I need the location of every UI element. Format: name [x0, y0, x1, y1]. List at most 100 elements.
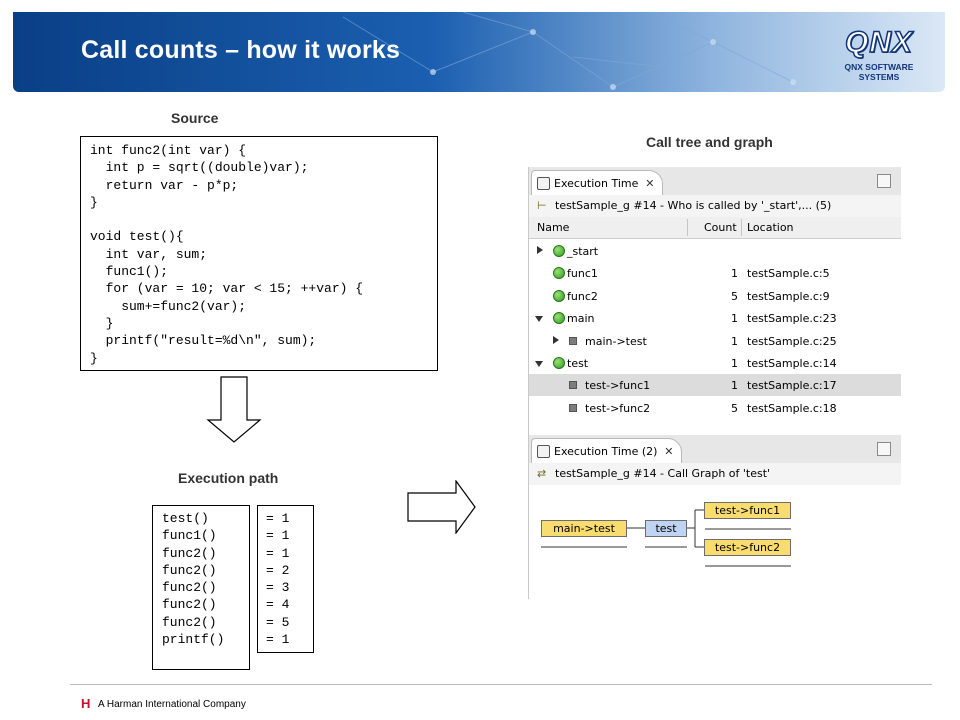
- execution-count: = 1: [266, 511, 290, 526]
- close-icon[interactable]: ✕: [664, 445, 674, 458]
- row-location: testSample.c:5: [747, 267, 830, 281]
- execution-call: func2(): [162, 614, 217, 630]
- collapsed-icon[interactable]: [553, 335, 559, 344]
- tab-label: Execution Time: [554, 177, 639, 190]
- down-arrow: [206, 376, 262, 443]
- execution-call: test(): [162, 511, 209, 526]
- row-name: main->test: [585, 334, 647, 348]
- call-tree-label: Call tree and graph: [646, 134, 773, 150]
- graph-subtitle-text: testSample_g #14 - Call Graph of 'test': [555, 467, 771, 480]
- execution-call: func2(): [162, 545, 217, 561]
- graph-icon: ⇄: [537, 467, 547, 480]
- view-icon: [537, 177, 550, 190]
- tree-row[interactable]: main->test 1 testSample.c:25: [529, 330, 901, 352]
- tree-icon: ⊢: [537, 199, 547, 212]
- execution-call: func2(): [162, 562, 217, 578]
- close-icon[interactable]: ✕: [645, 177, 655, 190]
- row-count: 1: [731, 267, 738, 281]
- graph-node-func1[interactable]: test->func1: [704, 502, 791, 519]
- minimize-icon[interactable]: [877, 442, 891, 456]
- execution-count: = 2: [266, 562, 290, 578]
- tree-row[interactable]: main 1 testSample.c:23: [529, 307, 901, 329]
- network-pattern: [342, 12, 796, 90]
- execution-count: = 1: [266, 545, 290, 561]
- execution-count: = 1: [266, 632, 290, 648]
- expanded-icon[interactable]: [535, 361, 543, 367]
- row-location: testSample.c:25: [747, 334, 837, 348]
- right-arrow: [407, 480, 476, 534]
- execution-count: = 3: [266, 580, 290, 596]
- qnx-logo-subtitle: QNX SOFTWARE SYSTEMS: [844, 62, 914, 82]
- tree-row[interactable]: func2 5 testSample.c:9: [529, 285, 901, 307]
- row-location: testSample.c:17: [747, 379, 837, 393]
- graph-subtitle: ⇄ testSample_g #14 - Call Graph of 'test…: [529, 463, 901, 485]
- row-name: func2: [567, 289, 598, 303]
- row-count: 1: [731, 379, 738, 393]
- qnx-logo: QNX QNX SOFTWARE SYSTEMS: [825, 25, 933, 84]
- view-subtitle: ⊢ testSample_g #14 - Who is called by '_…: [529, 195, 901, 217]
- graph-edges: [541, 509, 791, 567]
- slide-title: Call counts – how it works: [81, 36, 401, 64]
- function-icon: [553, 357, 565, 369]
- row-count: 5: [731, 289, 738, 303]
- function-icon: [553, 289, 565, 302]
- column-name[interactable]: Name: [537, 221, 570, 234]
- tab-execution-time[interactable]: Execution Time ✕: [531, 170, 664, 196]
- function-icon: [553, 245, 565, 257]
- execution-count: = 4: [266, 597, 290, 613]
- execution-count: = 5: [266, 614, 290, 630]
- execution-calls-box: test()func1()func2()func2()func2()func2(…: [152, 505, 250, 670]
- row-name: func1: [567, 267, 598, 281]
- header-banner: Call counts – how it works QNX QNX SOFTW…: [13, 12, 945, 92]
- row-location: testSample.c:18: [747, 401, 837, 415]
- call-graph-tabbar: Execution Time (2) ✕: [529, 435, 901, 464]
- row-name: test: [567, 357, 589, 370]
- row-count: 1: [731, 334, 738, 348]
- column-count[interactable]: Count: [704, 221, 737, 234]
- source-label: Source: [171, 110, 219, 126]
- call-arrow-icon: [569, 336, 577, 345]
- execution-call: func2(): [162, 597, 217, 613]
- source-code: int func2(int var) { int p = sqrt((doubl…: [90, 143, 364, 366]
- function-icon: [553, 312, 565, 325]
- tree-row[interactable]: test 1 testSample.c:14: [529, 352, 901, 374]
- execution-call: func1(): [162, 528, 217, 544]
- tree-row[interactable]: func1 1 testSample.c:5: [529, 262, 901, 284]
- row-location: testSample.c:14: [747, 357, 837, 370]
- row-count: 1: [731, 357, 738, 370]
- call-arrow-icon: [569, 403, 577, 412]
- execution-count: = 1: [266, 528, 290, 544]
- expanded-icon[interactable]: [535, 316, 543, 323]
- minimize-icon[interactable]: [877, 174, 891, 188]
- execution-path-label: Execution path: [178, 470, 279, 486]
- tree-row[interactable]: _start: [529, 240, 901, 262]
- graph-node-caller[interactable]: main->test: [541, 520, 627, 537]
- execution-call: func2(): [162, 580, 217, 596]
- row-location: testSample.c:23: [747, 312, 837, 326]
- qnx-logo-mark: QNX: [844, 25, 913, 60]
- row-name: _start: [567, 245, 599, 258]
- row-count: 1: [731, 312, 738, 326]
- subtitle-text: testSample_g #14 - Who is called by '_st…: [555, 199, 832, 212]
- tree-row[interactable]: test->func1 1 testSample.c:17: [529, 374, 901, 397]
- function-icon: [553, 267, 565, 280]
- column-location[interactable]: Location: [747, 221, 794, 234]
- row-name: main: [567, 312, 595, 326]
- tab-execution-time-2[interactable]: Execution Time (2) ✕: [531, 438, 683, 464]
- execution-call: printf(): [162, 632, 225, 648]
- source-code-box: int func2(int var) { int p = sqrt((doubl…: [80, 136, 438, 371]
- collapsed-icon[interactable]: [537, 246, 543, 254]
- row-count: 5: [731, 401, 738, 415]
- graph-node-func2[interactable]: test->func2: [704, 539, 791, 556]
- graph-node-test[interactable]: test: [645, 520, 687, 537]
- eclipse-screenshot: Execution Time ✕ ⊢ testSample_g #14 - Wh…: [528, 167, 901, 599]
- view-icon: [537, 445, 550, 458]
- row-location: testSample.c:9: [747, 289, 830, 303]
- tab-label: Execution Time (2): [554, 445, 658, 458]
- execution-counts-box: = 1= 1= 1= 2= 3= 4= 5= 1: [257, 505, 314, 653]
- table-header: Name Count Location: [529, 217, 901, 239]
- harman-logo: H: [81, 696, 91, 711]
- footer-company: A Harman International Company: [98, 699, 246, 710]
- row-name: test->func1: [585, 379, 651, 393]
